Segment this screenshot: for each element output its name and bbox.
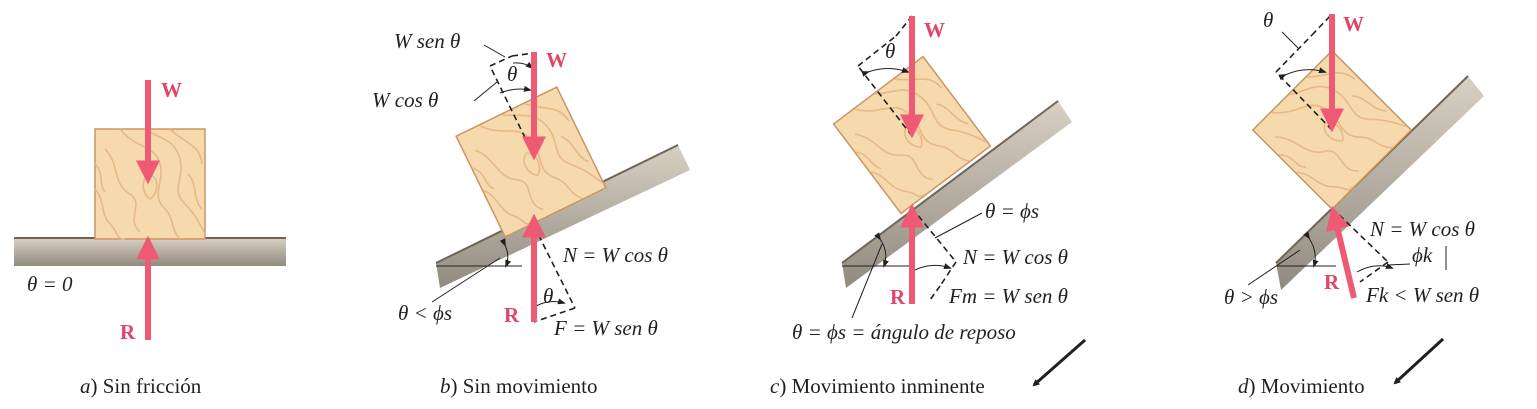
incline-plane bbox=[436, 145, 690, 288]
w-cos-label: W cos θ bbox=[372, 88, 438, 112]
panel-b: W R W sen θ W cos θ θ θ N = W cos θ F = … bbox=[372, 29, 690, 398]
panel-d: W R θ N = W cos θ ϕk Fk < W sen θ θ > ϕs… bbox=[1224, 8, 1484, 398]
panel-c: W R θ θ = ϕs N = W cos θ Fm = W sen θ θ … bbox=[770, 15, 1086, 398]
theta-top-label: θ bbox=[507, 62, 517, 86]
reaction-label: R bbox=[120, 320, 136, 344]
weight-label: W bbox=[924, 18, 945, 42]
normal-label: N = W cos θ bbox=[962, 245, 1068, 269]
weight-label: W bbox=[1343, 12, 1364, 36]
repose-label: θ = ϕs = ángulo de reposo bbox=[792, 320, 1016, 344]
theta-equals-label: θ = ϕs bbox=[985, 199, 1039, 223]
reaction-label: R bbox=[1324, 270, 1340, 294]
incline-plane bbox=[1276, 76, 1484, 290]
reaction-arrow bbox=[1325, 205, 1357, 299]
w-sin-label: W sen θ bbox=[394, 29, 460, 53]
theta-top-label: θ bbox=[885, 39, 895, 63]
weight-label: W bbox=[161, 78, 182, 102]
friction-label: Fm = W sen θ bbox=[948, 284, 1068, 308]
reaction-label: R bbox=[504, 303, 520, 327]
theta-bottom-label: θ bbox=[543, 284, 553, 308]
motion-arrow bbox=[1393, 337, 1445, 385]
panel-a: W R θ = 0 a) Sin fricción bbox=[14, 78, 286, 398]
friction-label: Fk < W sen θ bbox=[1365, 283, 1479, 307]
reaction-label: R bbox=[890, 285, 906, 309]
wood-block bbox=[455, 86, 607, 238]
incline-angle-arc bbox=[499, 238, 512, 268]
incline-angle-arc bbox=[1303, 231, 1319, 268]
caption-a: a) Sin fricción bbox=[80, 374, 202, 398]
weight-label: W bbox=[546, 48, 567, 72]
caption-b: b) Sin movimiento bbox=[440, 374, 598, 398]
theta-top-label: θ bbox=[1263, 8, 1273, 32]
incline-plane bbox=[842, 101, 1072, 288]
angle-zero-label: θ = 0 bbox=[27, 272, 73, 296]
phi-k-label: ϕk bbox=[1412, 243, 1433, 267]
incline-angle-arc bbox=[874, 232, 889, 268]
caption-d: d) Movimiento bbox=[1238, 374, 1365, 398]
normal-label: N = W cos θ bbox=[562, 243, 668, 267]
theta-condition-label: θ < ϕs bbox=[398, 301, 452, 325]
normal-label: N = W cos θ bbox=[1369, 217, 1475, 241]
caption-c: c) Movimiento inminente bbox=[770, 374, 985, 398]
motion-arrow bbox=[1032, 338, 1086, 387]
friction-label: F = W sen θ bbox=[553, 316, 658, 340]
theta-condition-label: θ > ϕs bbox=[1224, 285, 1278, 309]
